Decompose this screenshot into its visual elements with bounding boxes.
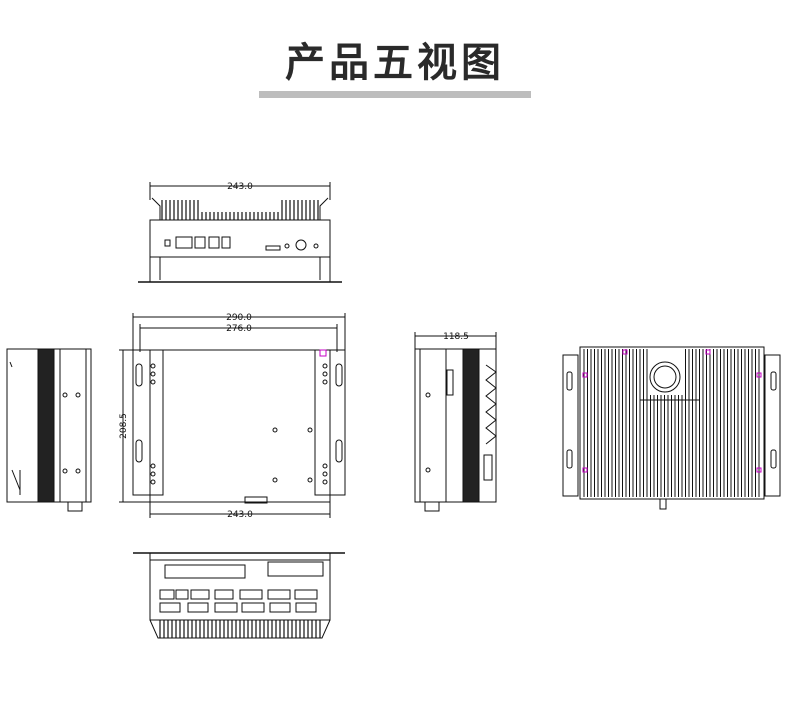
dim-front-bottom-width: 243.0 xyxy=(227,510,253,520)
front-view-screw-holes xyxy=(150,363,328,485)
screw-hole xyxy=(322,471,328,477)
screw-hole xyxy=(322,479,328,485)
screw-hole xyxy=(150,379,156,385)
dim-side-depth: 118.5 xyxy=(443,332,469,342)
screw-hole xyxy=(150,463,156,469)
screw-hole xyxy=(150,471,156,477)
page-title: 产品五视图 xyxy=(285,40,505,86)
bottom-view-fins xyxy=(159,620,321,638)
dim-front-height: 208.5 xyxy=(119,413,129,439)
bottom-view xyxy=(133,552,345,639)
dim-top-width: 243.0 xyxy=(227,182,253,192)
screw-hole xyxy=(150,363,156,369)
rear-view-fins xyxy=(583,349,760,497)
front-view xyxy=(119,313,346,518)
screw-hole xyxy=(322,379,328,385)
top-view xyxy=(138,182,342,283)
dim-front-overall-width: 290.0 xyxy=(226,313,252,323)
screw-hole xyxy=(322,363,328,369)
screw-hole xyxy=(322,463,328,469)
left-side-view xyxy=(6,348,92,512)
screw-hole xyxy=(322,371,328,377)
right-side-view xyxy=(414,332,497,512)
rear-view-mount-marks xyxy=(582,349,762,473)
title-underline xyxy=(259,91,531,98)
rear-view xyxy=(562,346,781,510)
screw-hole xyxy=(150,479,156,485)
top-view-fins xyxy=(161,200,319,220)
dim-front-hole-spacing: 276.0 xyxy=(226,324,252,334)
screw-hole xyxy=(150,371,156,377)
